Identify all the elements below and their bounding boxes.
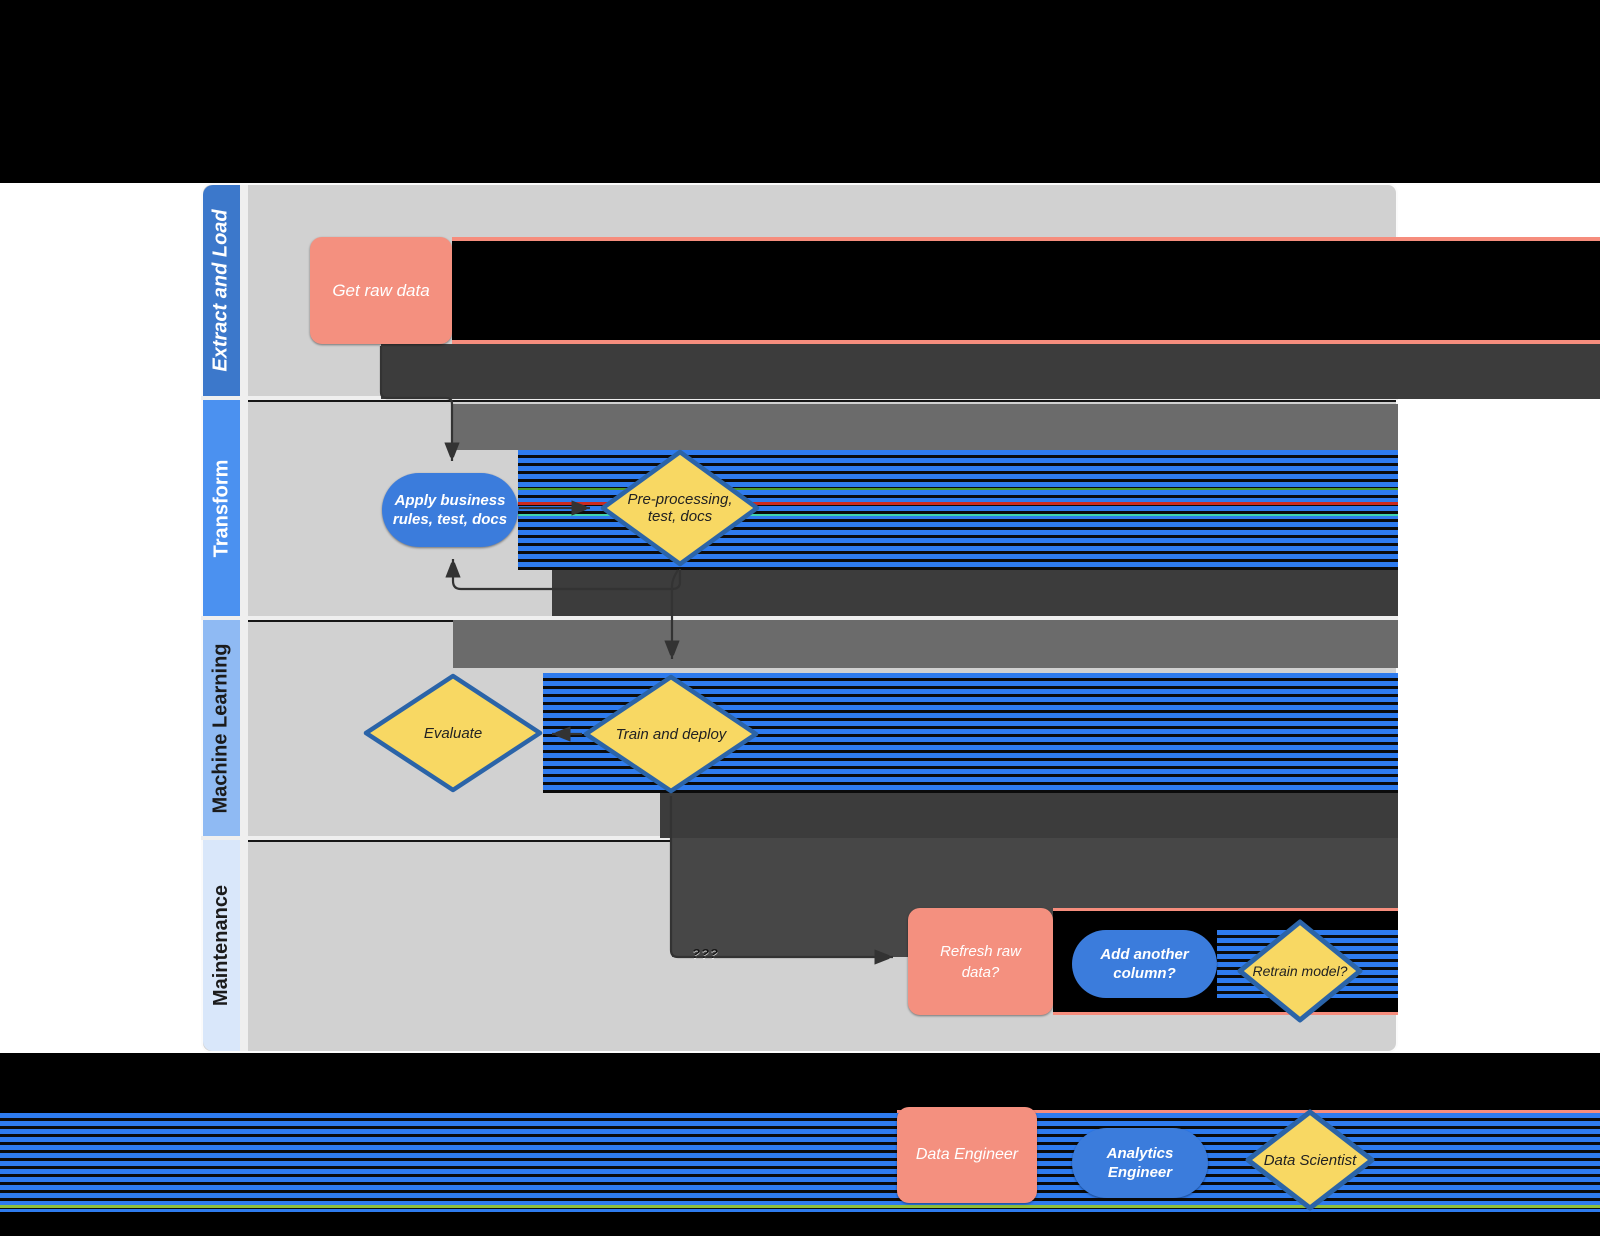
streak-band-lane3-bottom [660, 793, 1398, 838]
legend-data-engineer[interactable]: Data Engineer [897, 1107, 1037, 1203]
node-label: Retrain model? [1252, 963, 1348, 979]
lane-header-extract-and-load: Extract and Load [203, 185, 240, 396]
decision-diamond-shape [1245, 1109, 1375, 1211]
lane-header-transform: Transform [203, 400, 240, 616]
node-label: Pre-processing, test, docs [627, 491, 733, 525]
top-black-band [0, 0, 1600, 183]
node-label: Train and deploy [615, 725, 727, 743]
node-label: Get raw data [332, 280, 430, 300]
streak-line-green-bottom [0, 1205, 1600, 1208]
node-train-and-deploy[interactable]: Train and deploy [583, 674, 759, 794]
streak-line-salmon [897, 1110, 1600, 1113]
streak-line-green [518, 488, 1398, 490]
streak-line-red [518, 502, 1398, 505]
node-label: Evaluate [423, 724, 483, 742]
node-label: Apply business rules, test, docs [392, 491, 508, 529]
streak-band-lane2-bottom [552, 570, 1398, 616]
lane-label: Transform [210, 459, 232, 557]
decision-diamond-shape [363, 673, 543, 793]
node-pre-processing[interactable]: Pre-processing, test, docs [600, 449, 760, 567]
node-label: Refresh raw data? [940, 942, 1021, 981]
edge-label-question-marks: ??? [692, 946, 719, 961]
legend-label: Data Scientist [1263, 1151, 1357, 1169]
node-get-raw-data[interactable]: Get raw data [310, 237, 452, 344]
lane-top-line [248, 400, 1396, 402]
node-add-another-column[interactable]: Add another column? [1072, 930, 1217, 998]
legend-data-scientist[interactable]: Data Scientist [1244, 1108, 1376, 1212]
node-refresh-raw-data[interactable]: Refresh raw data? [908, 908, 1053, 1015]
lane-label: Machine Learning [210, 642, 232, 814]
legend-analytics-engineer[interactable]: Analytics Engineer [1072, 1128, 1208, 1198]
streak-band-lane1 [452, 237, 1600, 344]
streak-line-teal [518, 514, 1398, 516]
lane-header-machine-learning: Machine Learning [203, 620, 240, 836]
node-evaluate[interactable]: Evaluate [363, 673, 543, 793]
node-apply-business-rules[interactable]: Apply business rules, test, docs [382, 473, 518, 547]
lane-label: Extract and Load [210, 209, 233, 372]
node-label: Add another column? [1100, 945, 1189, 983]
streak-band-lane2-top [452, 404, 1398, 450]
lane-header-maintenance: Maintenance [203, 840, 240, 1051]
streak-band-lane3-top [453, 620, 1398, 668]
decision-diamond-shape [1237, 919, 1363, 1023]
lane-label: Maintenance [210, 884, 232, 1007]
lane-divider [201, 616, 1398, 620]
streak-band-lane1-bottom [381, 344, 1600, 399]
legend-label: Analytics Engineer [1106, 1144, 1174, 1182]
decision-diamond-shape [583, 674, 759, 794]
legend-label: Data Engineer [915, 1146, 1019, 1163]
node-retrain-model[interactable]: Retrain model? [1236, 918, 1364, 1024]
